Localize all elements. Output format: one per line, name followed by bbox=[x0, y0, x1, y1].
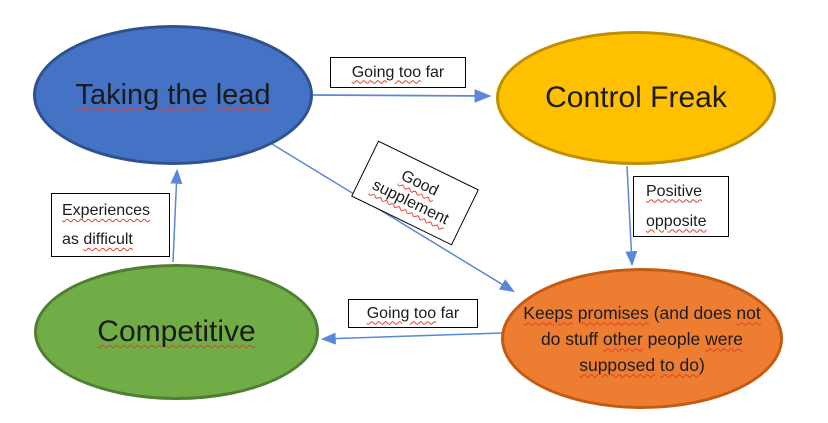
arrow-competitive-to-lead[interactable] bbox=[170, 168, 183, 263]
arrow-controlfreak-to-keepspromises[interactable] bbox=[625, 165, 638, 267]
node-control-freak[interactable]: Control Freak bbox=[496, 31, 776, 165]
arrow-lead-to-controlfreak[interactable] bbox=[312, 89, 492, 103]
node-taking-the-lead[interactable]: Taking the lead bbox=[33, 25, 313, 165]
node-competitive[interactable]: Competitive bbox=[34, 264, 319, 400]
arrow-keepspromises-to-competitive[interactable] bbox=[320, 332, 503, 345]
node-control-freak-label: Control Freak bbox=[545, 81, 727, 114]
arrow-lead-to-keepspromises[interactable] bbox=[271, 143, 515, 293]
node-taking-the-lead-label: Taking the lead bbox=[75, 78, 271, 111]
node-competitive-label: Competitive bbox=[97, 315, 256, 348]
edge-label-going-too-far-bottom[interactable]: Going too far bbox=[348, 299, 478, 328]
edge-label-going-too-far-top[interactable]: Going too far bbox=[330, 57, 466, 88]
